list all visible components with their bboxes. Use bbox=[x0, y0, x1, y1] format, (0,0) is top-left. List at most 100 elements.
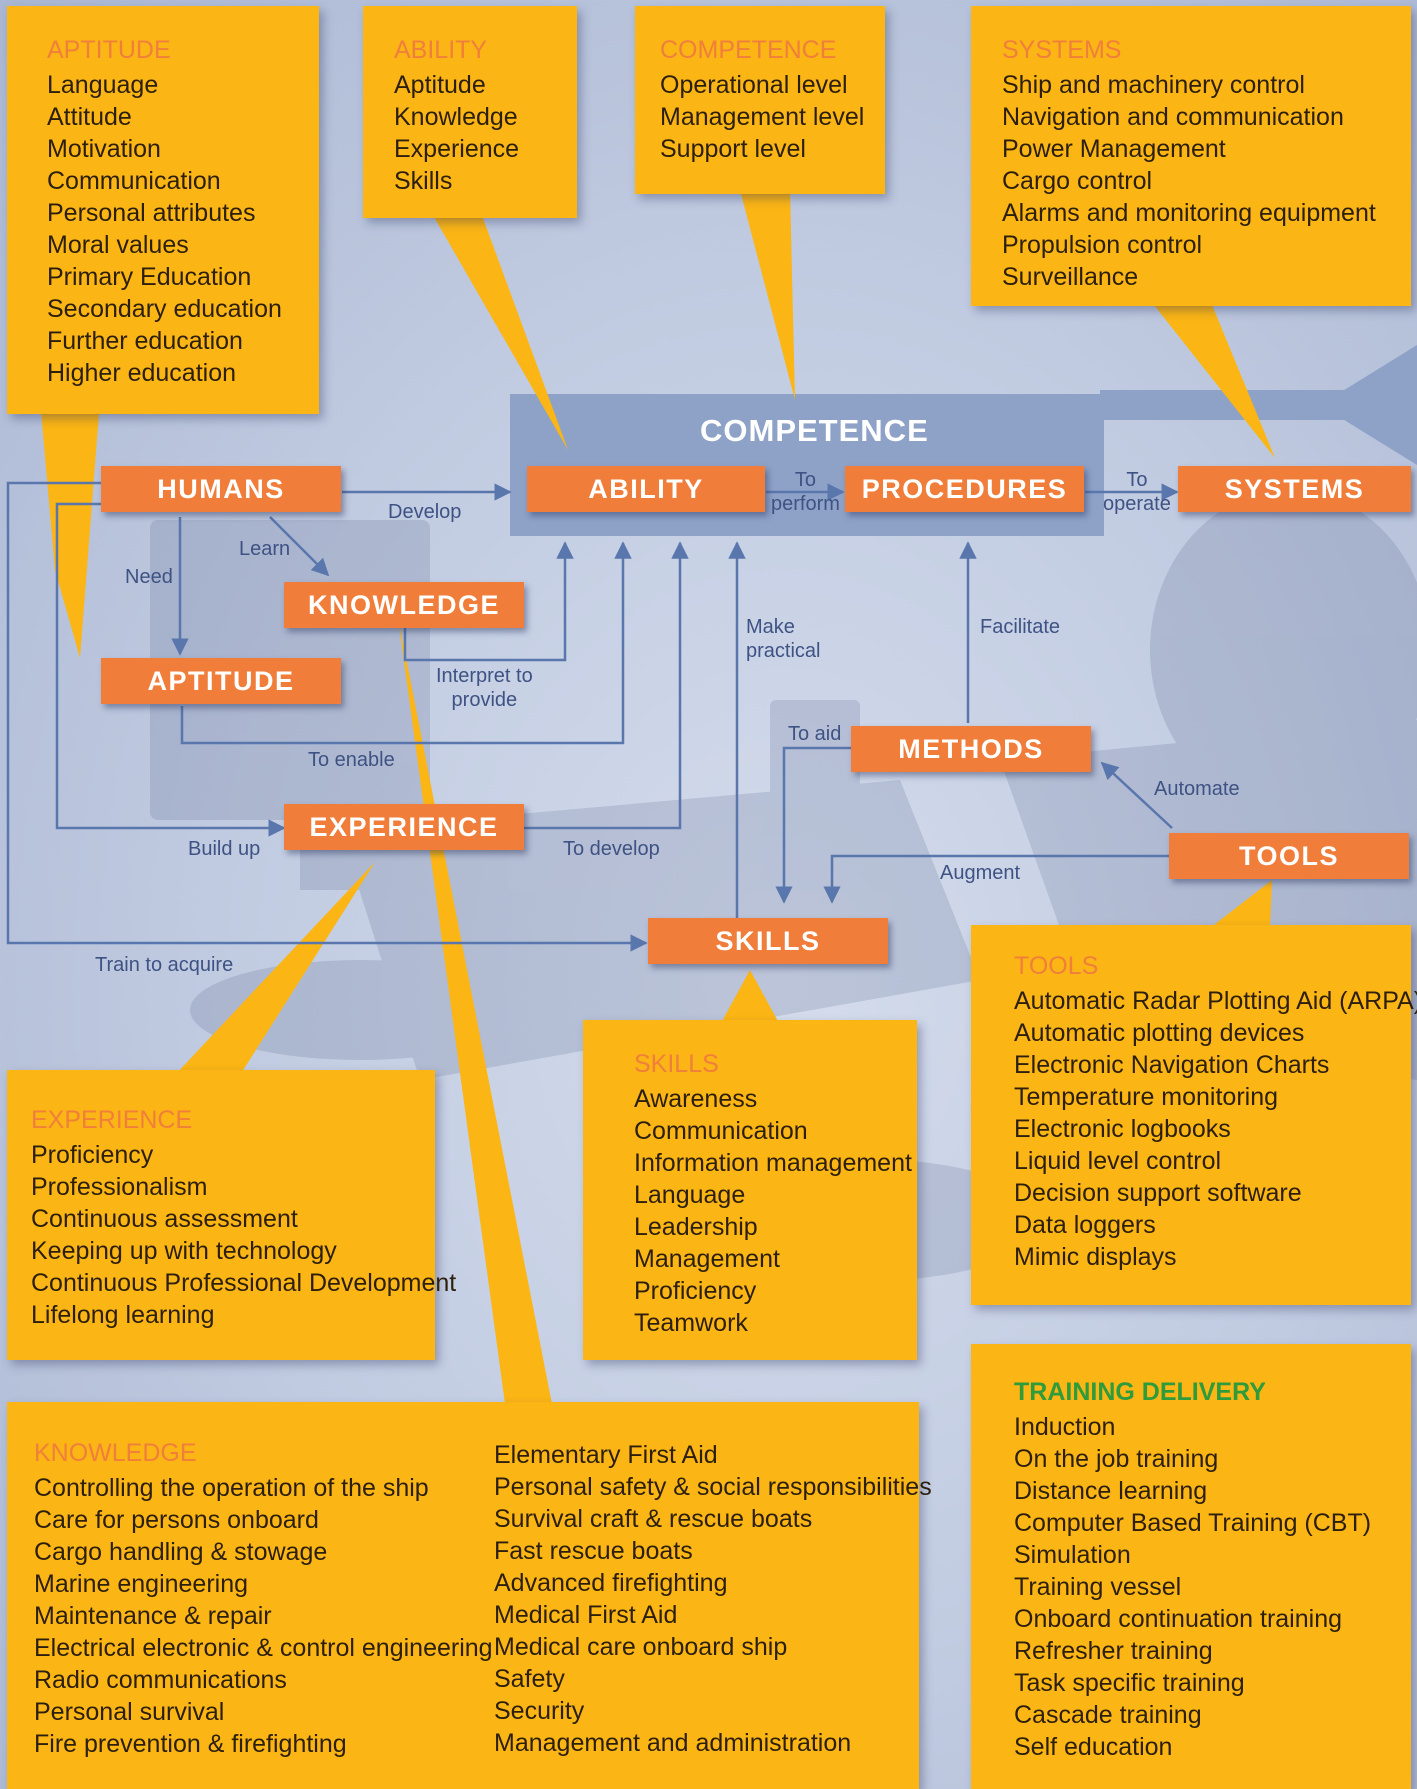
node-aptitude[interactable]: APTITUDE bbox=[101, 658, 341, 704]
list-item: Knowledge bbox=[394, 103, 518, 131]
skills-callout-pointer bbox=[720, 970, 780, 1025]
list-item: On the job training bbox=[1014, 1445, 1219, 1473]
list-item: Language bbox=[47, 71, 159, 99]
list-item: Medical First Aid bbox=[494, 1601, 678, 1629]
list-item: Awareness bbox=[634, 1085, 758, 1113]
list-item: Alarms and monitoring equipment bbox=[1002, 199, 1376, 227]
list-item: Skills bbox=[394, 167, 453, 195]
edge-label-automate: Automate bbox=[1154, 778, 1240, 800]
list-item: Liquid level control bbox=[1014, 1147, 1222, 1175]
list-item: Further education bbox=[47, 327, 243, 355]
knowledge-box-title: KNOWLEDGE bbox=[34, 1439, 197, 1467]
list-item: Language bbox=[634, 1181, 746, 1209]
list-item: Propulsion control bbox=[1002, 231, 1203, 259]
list-item: Onboard continuation training bbox=[1014, 1605, 1343, 1633]
list-item: Decision support software bbox=[1014, 1179, 1302, 1207]
node-skills[interactable]: SKILLS bbox=[648, 918, 888, 964]
systems-box-title: SYSTEMS bbox=[1002, 36, 1122, 64]
edge-label-learn: Learn bbox=[239, 538, 291, 560]
edge-label-train-to-acquire: Train to acquire bbox=[95, 954, 234, 976]
list-item: Electrical electronic & control engineer… bbox=[34, 1634, 493, 1662]
edge-aptitude-ability bbox=[180, 541, 632, 745]
list-item: Computer Based Training (CBT) bbox=[1014, 1509, 1372, 1537]
ability-box-title: ABILITY bbox=[394, 36, 488, 64]
list-item: Management level bbox=[660, 103, 865, 131]
edge-label-augment: Augment bbox=[940, 862, 1021, 884]
list-item: Temperature monitoring bbox=[1014, 1083, 1279, 1111]
list-item: Information management bbox=[634, 1149, 912, 1177]
list-item: Personal survival bbox=[34, 1698, 225, 1726]
edge-label-develop: Develop bbox=[388, 501, 462, 523]
list-item: Security bbox=[494, 1697, 585, 1725]
list-item: Surveillance bbox=[1002, 263, 1139, 291]
node-methods[interactable]: METHODS bbox=[851, 726, 1091, 772]
list-item: Data loggers bbox=[1014, 1211, 1156, 1239]
competence-connector-bar bbox=[1100, 390, 1350, 420]
edge-label-to-operate: To operate bbox=[1103, 469, 1171, 515]
systems-callout-pointer bbox=[1150, 300, 1275, 458]
list-item: Moral values bbox=[47, 231, 189, 259]
list-item: Self education bbox=[1014, 1733, 1173, 1761]
tools-info-box: TOOLS Automatic Radar Plotting Aid (ARPA… bbox=[971, 925, 1417, 1305]
edge-tools-skills bbox=[823, 854, 1169, 904]
node-systems[interactable]: SYSTEMS bbox=[1178, 466, 1411, 512]
node-procedures[interactable]: PROCEDURES bbox=[845, 466, 1084, 512]
edge-label-need: Need bbox=[125, 566, 173, 588]
list-item: Proficiency bbox=[634, 1277, 757, 1305]
list-item: Fast rescue boats bbox=[494, 1537, 693, 1565]
competence-panel bbox=[510, 394, 1104, 536]
list-item: Leadership bbox=[634, 1213, 758, 1241]
edge-experience-ability bbox=[524, 541, 689, 830]
edge-label-to-perform: To perform bbox=[771, 469, 840, 515]
list-item: Higher education bbox=[47, 359, 237, 387]
list-item: Keeping up with technology bbox=[31, 1237, 337, 1265]
aptitude-callout-pointer bbox=[40, 400, 100, 658]
list-item: Automatic plotting devices bbox=[1014, 1019, 1305, 1047]
node-knowledge[interactable]: KNOWLEDGE bbox=[284, 582, 524, 628]
list-item: Medical care onboard ship bbox=[494, 1633, 788, 1661]
list-item: Continuous Professional Development bbox=[31, 1269, 457, 1297]
node-humans[interactable]: HUMANS bbox=[101, 466, 341, 512]
list-item: Management and administration bbox=[494, 1729, 852, 1757]
edge-methods-skills bbox=[775, 746, 851, 904]
list-item: Professionalism bbox=[31, 1173, 208, 1201]
tools-callout-pointer bbox=[1210, 880, 1272, 928]
list-item: Radio communications bbox=[34, 1666, 287, 1694]
tools-box-title: TOOLS bbox=[1014, 952, 1099, 980]
aptitude-box-title: APTITUDE bbox=[47, 36, 171, 64]
list-item: Maintenance & repair bbox=[34, 1602, 272, 1630]
experience-box-title: EXPERIENCE bbox=[31, 1106, 193, 1134]
edge-label-build-up: Build up bbox=[188, 838, 261, 860]
list-item: Safety bbox=[494, 1665, 565, 1693]
list-item: Simulation bbox=[1014, 1541, 1131, 1569]
knowledge-info-box: KNOWLEDGE Controlling the operation of t… bbox=[7, 1402, 932, 1789]
training-delivery-box-title: TRAINING DELIVERY bbox=[1014, 1378, 1266, 1406]
list-item: Cascade training bbox=[1014, 1701, 1202, 1729]
ability-callout-pointer bbox=[430, 210, 568, 450]
list-item: Care for persons onboard bbox=[34, 1506, 319, 1534]
list-item: Electronic logbooks bbox=[1014, 1115, 1231, 1143]
list-item: Proficiency bbox=[31, 1141, 154, 1169]
list-item: Motivation bbox=[47, 135, 161, 163]
node-ability[interactable]: ABILITY bbox=[527, 466, 765, 512]
list-item: Secondary education bbox=[47, 295, 282, 323]
edge-label-interpret-to-provide: Interpret to provide bbox=[436, 665, 533, 711]
competence-label: COMPETENCE bbox=[700, 413, 929, 448]
list-item: Automatic Radar Plotting Aid (ARPA) bbox=[1014, 987, 1417, 1015]
list-item: Training vessel bbox=[1014, 1573, 1182, 1601]
competence-callout-pointer bbox=[740, 190, 795, 400]
list-item: Personal safety & social responsibilitie… bbox=[494, 1473, 932, 1501]
node-tools[interactable]: TOOLS bbox=[1169, 833, 1409, 879]
list-item: Support level bbox=[660, 135, 806, 163]
edge-label-make-practical: Make practical bbox=[746, 616, 821, 662]
node-experience[interactable]: EXPERIENCE bbox=[284, 804, 524, 850]
list-item: Lifelong learning bbox=[31, 1301, 215, 1329]
list-item: Advanced firefighting bbox=[494, 1569, 728, 1597]
